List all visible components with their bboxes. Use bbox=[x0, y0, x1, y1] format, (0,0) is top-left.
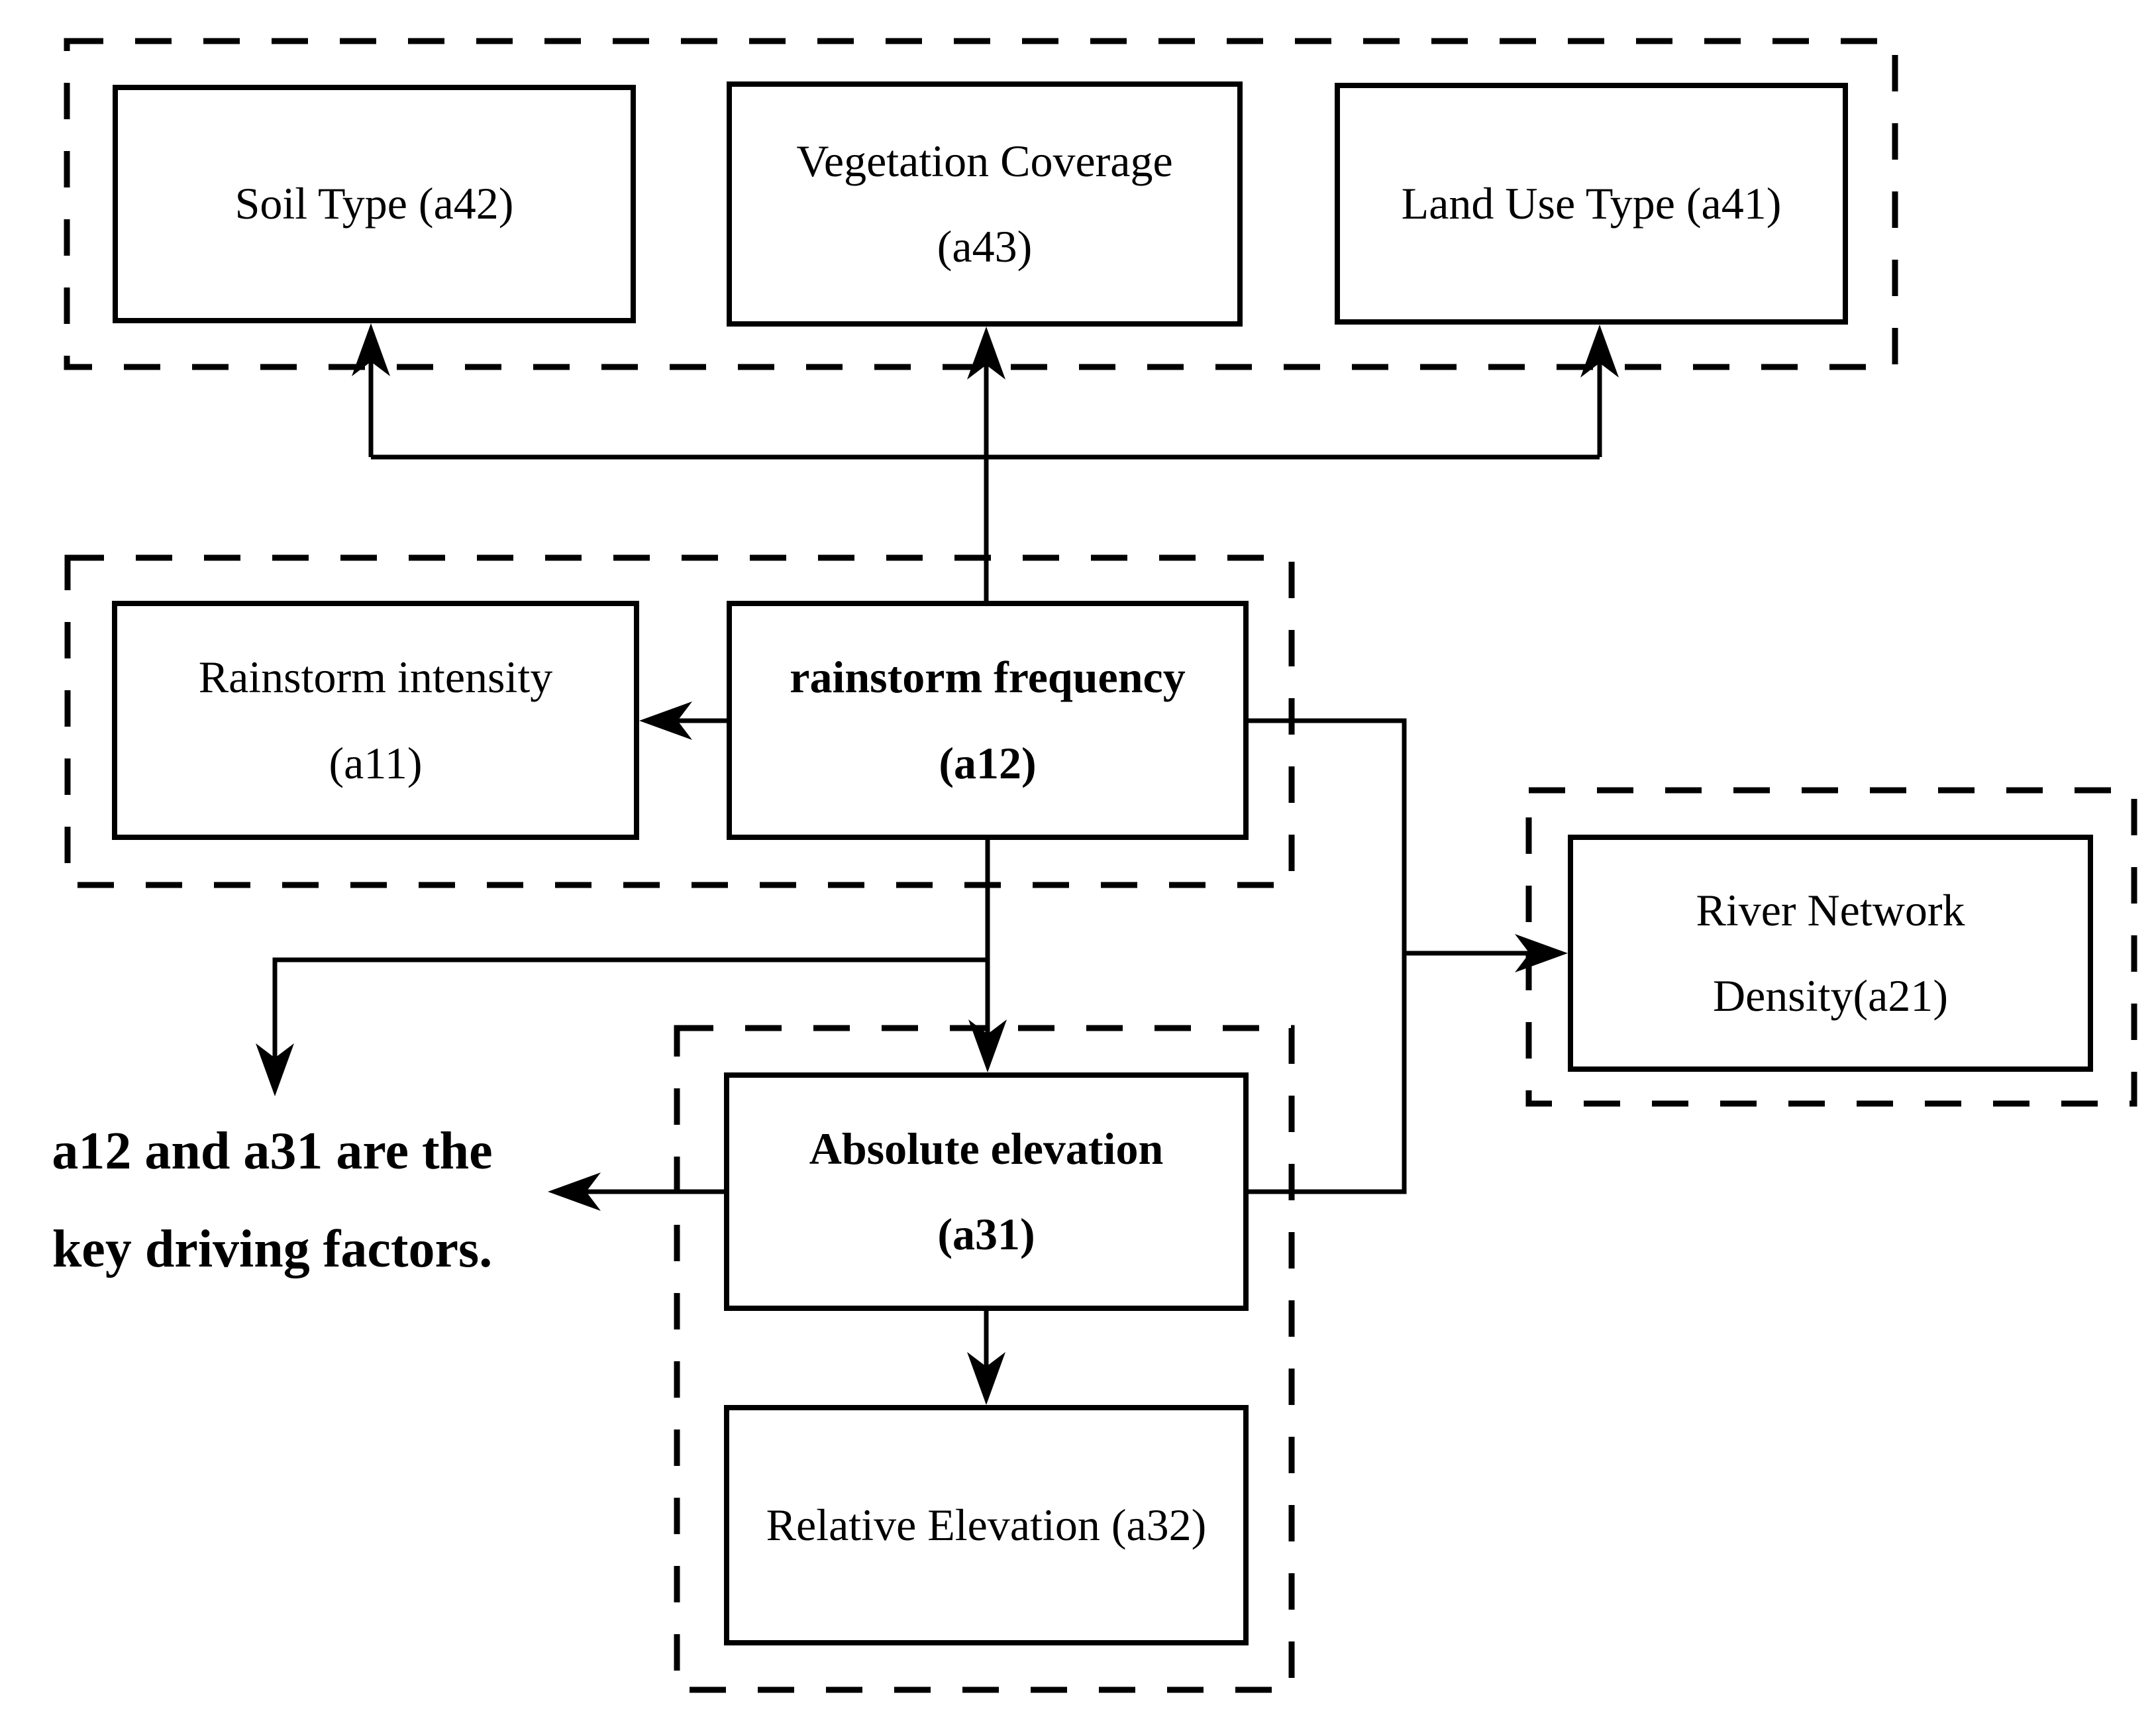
arrowhead-to-land-use bbox=[1580, 325, 1619, 378]
arrowhead-to-vegetation bbox=[967, 327, 1005, 380]
arrowhead-to-soil bbox=[352, 323, 390, 376]
node-absolute-elevation: Absolute elevation (a31) bbox=[724, 1072, 1249, 1311]
line-a12-a31-junction bbox=[1249, 718, 1407, 1194]
arrowhead-to-annotation-left bbox=[548, 1172, 601, 1211]
arrowhead-to-a11 bbox=[639, 701, 692, 740]
key-driving-factors-note: a12 and a31 are the key driving factors. bbox=[52, 1122, 493, 1278]
node-river-network-density: River Network Density(a21) bbox=[1568, 835, 2093, 1072]
group-frame-elevation bbox=[674, 1025, 1295, 1693]
node-relative-elevation: Relative Elevation (a32) bbox=[724, 1405, 1249, 1645]
arrowhead-to-river bbox=[1515, 934, 1568, 972]
group-frame-river-network bbox=[1525, 787, 2137, 1107]
line-branch-to-annotation bbox=[272, 957, 988, 1076]
node-land-use-type: Land Use Type (a41) bbox=[1335, 83, 1848, 325]
group-frame-land-factors bbox=[64, 38, 1898, 370]
node-soil-type: Soil Type (a42) bbox=[113, 85, 636, 323]
arrowhead-to-annotation-down bbox=[256, 1043, 294, 1096]
node-rainstorm-frequency: rainstorm frequency (a12) bbox=[727, 601, 1249, 840]
arrowhead-to-a32 bbox=[967, 1352, 1005, 1405]
node-rainstorm-intensity: Rainstorm intensity (a11) bbox=[112, 601, 639, 840]
arrowhead-to-a31 bbox=[968, 1019, 1007, 1072]
node-vegetation-coverage: Vegetation Coverage (a43) bbox=[727, 81, 1243, 327]
